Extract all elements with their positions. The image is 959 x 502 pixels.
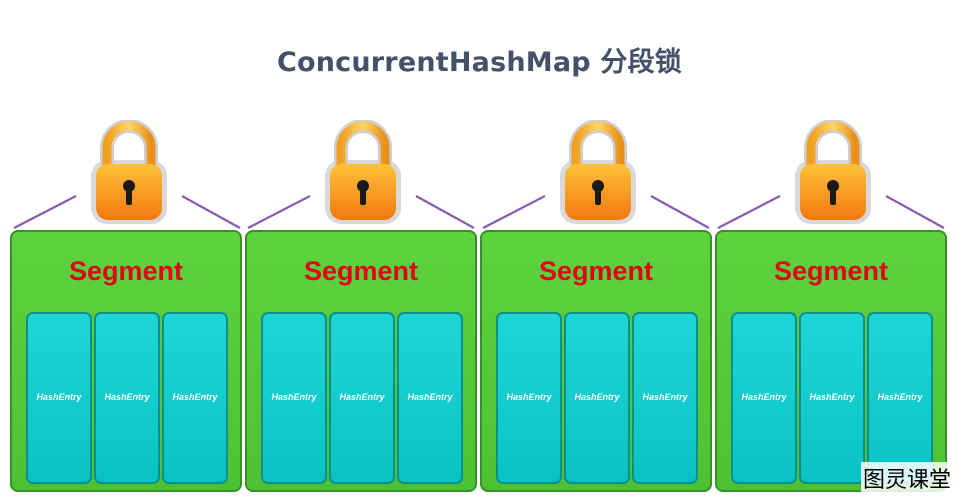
padlock-icon <box>560 120 636 224</box>
hash-entry-label: HashEntry <box>407 392 453 402</box>
hash-entry-box: HashEntry <box>496 312 562 484</box>
segment-label: Segment <box>773 256 889 286</box>
segment-box: Segment HashEntry HashEntry HashEntry <box>715 230 947 492</box>
connector-line <box>885 195 945 229</box>
segment-label: Segment <box>538 256 654 286</box>
connector-line <box>482 195 546 229</box>
padlock-icon <box>795 120 871 224</box>
hash-entry-box: HashEntry <box>261 312 327 484</box>
connector-line <box>181 195 241 229</box>
hash-entry-label: HashEntry <box>506 392 552 402</box>
hash-entry-box: HashEntry <box>397 312 463 484</box>
segment-label: Segment <box>303 256 419 286</box>
hash-entry-box: HashEntry <box>162 312 228 484</box>
connector-line <box>247 195 311 229</box>
hash-entry-box: HashEntry <box>564 312 630 484</box>
watermark-text: 图灵课堂 <box>860 462 953 494</box>
segment-box: Segment HashEntry HashEntry HashEntry <box>480 230 712 492</box>
segment-box: Segment HashEntry HashEntry HashEntry <box>10 230 242 492</box>
padlock-icon <box>325 120 401 224</box>
hash-entry-label: HashEntry <box>172 392 218 402</box>
hash-entry-label: HashEntry <box>642 392 688 402</box>
segment-label: Segment <box>68 256 184 286</box>
connector-line <box>415 195 475 229</box>
hash-entry-label: HashEntry <box>271 392 317 402</box>
hash-entry-box: HashEntry <box>26 312 92 484</box>
hash-entry-label: HashEntry <box>339 392 385 402</box>
segment-box: Segment HashEntry HashEntry HashEntry <box>245 230 477 492</box>
hash-entry-label: HashEntry <box>741 392 787 402</box>
padlock-icon <box>91 120 167 224</box>
hash-entry-box: HashEntry <box>329 312 395 484</box>
hash-entry-box: HashEntry <box>867 312 933 484</box>
hash-entry-box: HashEntry <box>731 312 797 484</box>
hash-entry-box: HashEntry <box>799 312 865 484</box>
hash-entry-box: HashEntry <box>94 312 160 484</box>
connector-line <box>650 195 710 229</box>
hash-entry-label: HashEntry <box>104 392 150 402</box>
connector-line <box>13 195 77 229</box>
diagram-title: ConcurrentHashMap 分段锁 <box>276 47 682 78</box>
connector-line <box>717 195 781 229</box>
hash-entry-label: HashEntry <box>809 392 855 402</box>
hash-entry-label: HashEntry <box>877 392 923 402</box>
hash-entry-label: HashEntry <box>36 392 82 402</box>
hash-entry-label: HashEntry <box>574 392 620 402</box>
hash-entry-box: HashEntry <box>632 312 698 484</box>
